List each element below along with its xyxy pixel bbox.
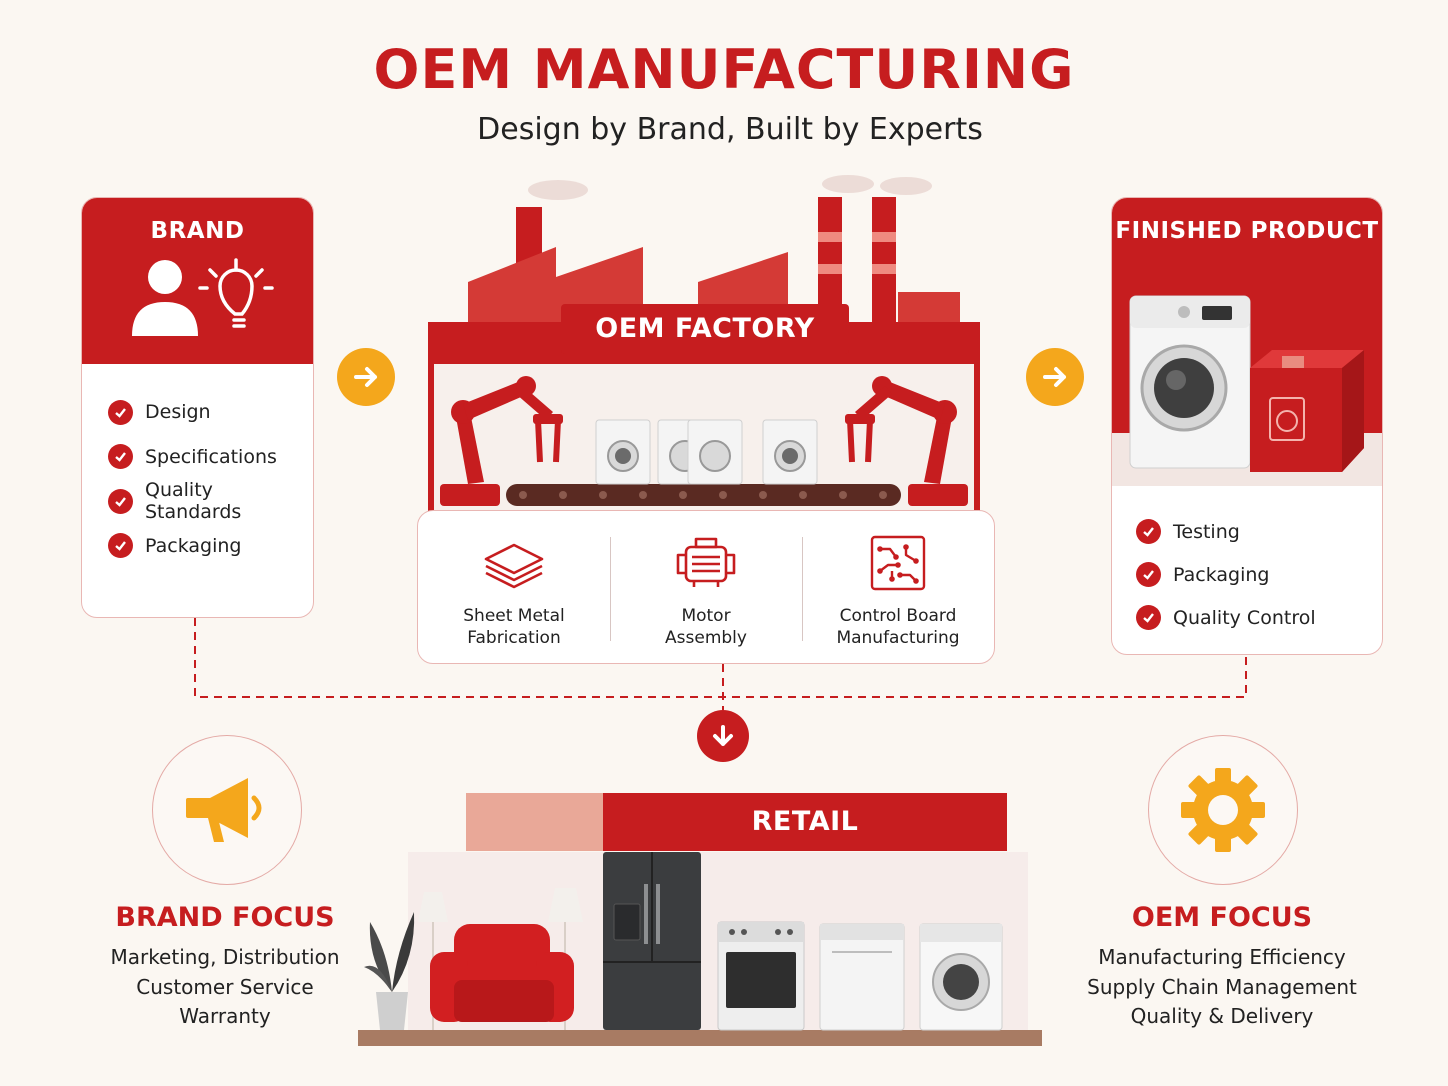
- arrow-down-icon: [697, 710, 749, 762]
- list-item: Marketing, Distribution: [110, 945, 340, 969]
- finished-product-card: FINISHED PRODUCT Testing: [1111, 197, 1383, 655]
- brand-card-header: BRAND: [82, 198, 313, 364]
- box-icon: [1250, 350, 1364, 472]
- dishwasher-icon: [819, 923, 905, 1031]
- list-item: Quality Control: [1136, 596, 1382, 639]
- motor-icon: [676, 537, 736, 587]
- lightbulb-icon: [198, 258, 274, 328]
- refrigerator-icon: [603, 852, 701, 1030]
- process-item: Motor Assembly: [610, 511, 802, 663]
- list-item: Packaging: [108, 524, 313, 569]
- brand-checklist: Design Specifications Quality Standards …: [82, 364, 313, 568]
- washer-icon: [919, 923, 1003, 1031]
- list-item: Quality & Delivery: [1130, 1004, 1314, 1028]
- list-item: Supply Chain Management: [1087, 974, 1357, 999]
- oem-focus-icon-circle: [1148, 735, 1298, 885]
- process-item: Sheet Metal Fabrication: [418, 511, 610, 663]
- plant-icon: [364, 912, 415, 1030]
- oem-focus-title: OEM FOCUS: [1131, 902, 1313, 933]
- robot-arm-icon: [845, 376, 968, 506]
- list-item: Manufacturing Efficiency: [1098, 945, 1346, 969]
- washer-icon: [1129, 295, 1251, 469]
- list-item: Quality Standards: [108, 479, 313, 524]
- circuit-board-icon: [870, 535, 926, 591]
- brand-focus-list: Marketing, Distribution Customer Service…: [65, 943, 385, 1032]
- finished-product-checklist: Testing Packaging Quality Control: [1112, 486, 1382, 639]
- list-item: Design: [108, 390, 313, 435]
- oem-focus-list: Manufacturing Efficiency Supply Chain Ma…: [1062, 943, 1382, 1032]
- check-icon: [108, 399, 133, 425]
- person-icon: [132, 260, 198, 336]
- stove-icon: [717, 921, 805, 1031]
- robot-arm-icon: [440, 376, 563, 506]
- arrow-right-icon: [1026, 348, 1084, 406]
- list-item: Packaging: [1136, 553, 1382, 596]
- washer-icon: [595, 419, 651, 485]
- check-icon: [108, 444, 133, 470]
- factory-title: OEM FACTORY: [561, 304, 849, 354]
- brand-focus-title: BRAND FOCUS: [115, 902, 335, 933]
- brand-card-title: BRAND: [150, 218, 245, 244]
- finished-product-header: FINISHED PRODUCT: [1112, 198, 1382, 486]
- page-subtitle: Design by Brand, Built by Experts: [477, 112, 983, 147]
- retail-title: RETAIL: [603, 793, 1007, 851]
- list-item: Testing: [1136, 510, 1382, 553]
- armchair-icon: [430, 924, 574, 1022]
- page-title: OEM MANUFACTURING: [373, 38, 1075, 101]
- factory-process-panel: Sheet Metal Fabrication Motor Assembly: [417, 510, 995, 664]
- check-icon: [108, 488, 133, 514]
- check-icon: [1136, 605, 1161, 630]
- brand-focus-icon-circle: [152, 735, 302, 885]
- finished-product-title: FINISHED PRODUCT: [1115, 218, 1379, 244]
- list-item: Warranty: [179, 1004, 271, 1028]
- product-illustration: [1112, 295, 1382, 486]
- retail-illustration: [358, 793, 1042, 1046]
- process-item: Control Board Manufacturing: [802, 511, 994, 663]
- brand-icons: [132, 258, 274, 336]
- check-icon: [108, 533, 133, 559]
- check-icon: [1136, 562, 1161, 587]
- megaphone-icon: [186, 778, 262, 842]
- list-item: Specifications: [108, 435, 313, 480]
- brand-card: BRAND Design Specifications Quality Stan…: [81, 197, 314, 618]
- check-icon: [1136, 519, 1161, 544]
- gear-icon: [1181, 768, 1265, 852]
- arrow-right-icon: [337, 348, 395, 406]
- sheet-metal-icon: [484, 543, 544, 589]
- list-item: Customer Service: [136, 974, 314, 999]
